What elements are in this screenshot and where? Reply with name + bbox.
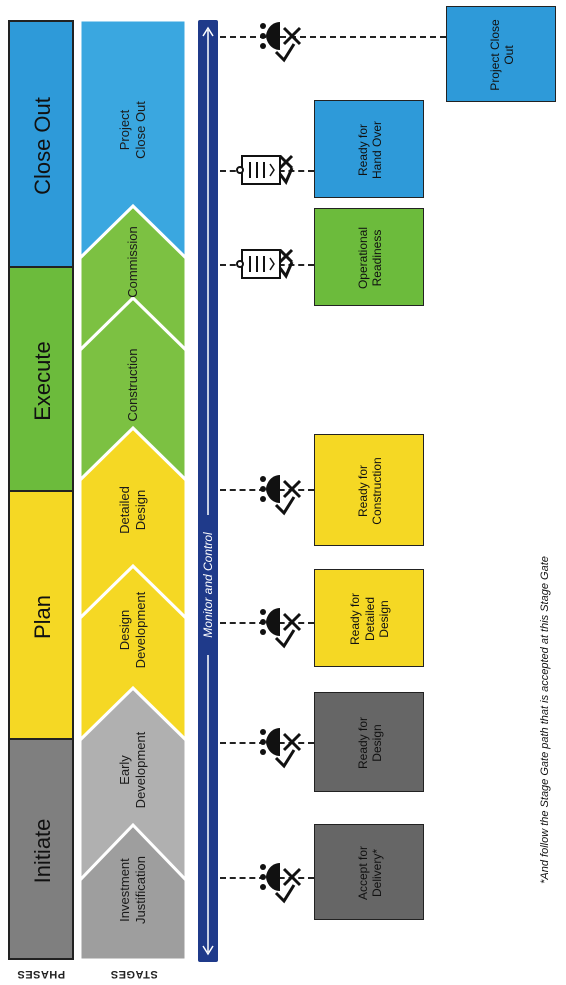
monitor-control-label: Monitor and Control xyxy=(198,515,218,655)
stage-label-early-development: Early Development xyxy=(117,731,148,809)
stage-gate-icon xyxy=(258,606,302,648)
phase-label: Execute xyxy=(30,341,55,421)
gate-label: Accept for Delivery* xyxy=(355,845,384,901)
stage-label-construction: Construction xyxy=(125,348,141,422)
gate-ready-for-design: Ready for Design xyxy=(314,692,424,792)
stages-row-label: STAGES xyxy=(110,968,158,980)
gate-connector xyxy=(220,742,314,744)
gate-label: Operational Readiness xyxy=(355,226,384,290)
gate-connector xyxy=(220,170,314,172)
stage-label-project-close-out: Project Close Out xyxy=(117,101,148,159)
stage-gate-icon xyxy=(258,20,302,62)
phase-close-out: Close Out xyxy=(8,20,74,268)
stage-label-design-development: Design Development xyxy=(117,591,148,669)
footnote: *And follow the Stage Gate path that is … xyxy=(539,556,551,884)
double-arrow-icon xyxy=(202,26,214,956)
gate-operational-readiness: Operational Readiness xyxy=(314,208,424,306)
gate-label: Ready for Design xyxy=(355,716,384,770)
gate-connector xyxy=(220,264,314,266)
stage-gate-icon xyxy=(258,861,302,903)
gate-label: Ready for Detailed Design xyxy=(348,592,392,646)
gate-ready-for-detailed-design: Ready for Detailed Design xyxy=(314,569,424,667)
stage-label-investment-justification: Investment Justification xyxy=(117,856,148,924)
stage-label-commission: Commission xyxy=(125,226,141,298)
stage-label-detailed-design: Detailed Design xyxy=(117,486,148,534)
gate-label: Project Close Out xyxy=(487,19,516,91)
stage-gate-icon xyxy=(258,473,302,515)
phases-row-label: PHASES xyxy=(16,968,66,980)
phase-initiate: Initiate xyxy=(8,738,74,960)
gate-accept-for-delivery: Accept for Delivery* xyxy=(314,824,424,920)
phase-label: Plan xyxy=(30,594,55,640)
stage-gate-icon xyxy=(258,726,302,768)
gate-ready-for-hand-over: Ready for Hand Over xyxy=(314,100,424,198)
phase-plan: Plan xyxy=(8,490,74,740)
gate-label: Ready for Construction xyxy=(355,457,384,525)
gate-connector xyxy=(220,489,314,491)
gate-connector xyxy=(220,622,314,624)
gate-connector xyxy=(220,877,314,879)
gate-connector xyxy=(220,36,446,38)
gate-label: Ready for Hand Over xyxy=(355,120,384,180)
phase-label: Initiate xyxy=(30,818,55,884)
gate-project-close-out: Project Close Out xyxy=(446,6,556,102)
phase-label: Close Out xyxy=(30,97,55,195)
phase-execute: Execute xyxy=(8,266,74,492)
gate-ready-for-construction: Ready for Construction xyxy=(314,434,424,546)
